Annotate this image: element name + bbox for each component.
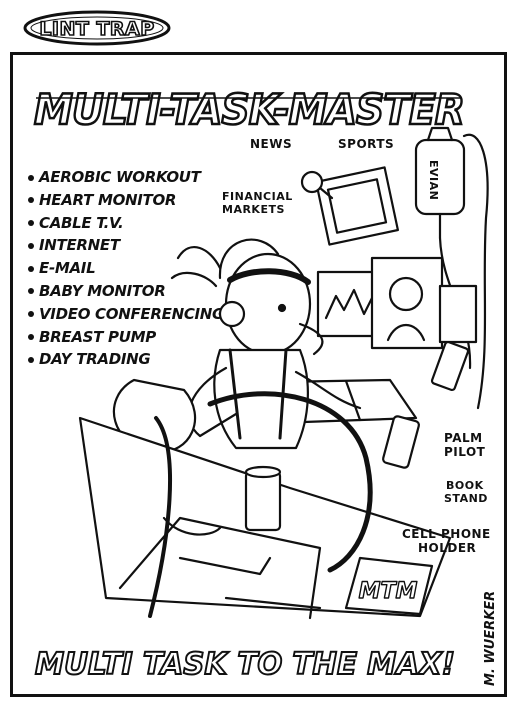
list-item: DAY TRADING (28, 348, 224, 371)
financial-screen (316, 270, 382, 338)
bullet-icon (28, 174, 34, 181)
signature-text: M. WUERKER (483, 591, 498, 686)
book-stand-label-line1: BOOK (446, 479, 484, 492)
news-tv (315, 166, 399, 246)
bullet-icon (28, 334, 34, 341)
lint-trap-logo: LINT TRAP (23, 10, 171, 46)
tagline-text: MULTI TASK TO THE MAX! (35, 647, 455, 682)
side-screen (438, 284, 478, 344)
bullet-icon (28, 242, 34, 249)
bullet-icon (28, 197, 34, 204)
coffee-cup (244, 470, 282, 532)
list-item: CABLE T.V. (28, 212, 224, 235)
bullet-icon (28, 356, 34, 363)
mtm-text: MTM (359, 579, 418, 604)
palm-pilot (430, 340, 470, 392)
financial-label-line2: MARKETS (222, 203, 285, 216)
list-item: BABY MONITOR (28, 280, 224, 303)
sports-screen (370, 256, 444, 350)
tagline: MULTI TASK TO THE MAX! (34, 646, 456, 683)
evian-label: EVIAN (427, 160, 440, 201)
financial-label-line1: FINANCIAL (222, 190, 293, 203)
series-logo-text: LINT TRAP (39, 18, 154, 40)
book-stand-label-line2: STAND (444, 492, 488, 505)
headphones-icon (218, 300, 246, 328)
bullet-icon (28, 311, 34, 318)
palm-pilot-label-line1: PALM (444, 431, 483, 445)
list-item: INTERNET (28, 234, 224, 257)
artist-signature: M. WUERKER (483, 591, 498, 686)
news-label: NEWS (250, 137, 293, 151)
comic-title: MULTI-TASK-MASTER (33, 84, 467, 136)
feature-list: AEROBIC WORKOUT HEART MONITOR CABLE T.V.… (28, 166, 224, 371)
bullet-icon (28, 265, 34, 272)
list-item: AEROBIC WORKOUT (28, 166, 224, 189)
list-item: E-MAIL (28, 257, 224, 280)
mtm-plate (344, 556, 434, 616)
bullet-icon (28, 288, 34, 295)
list-item: VIDEO CONFERENCING (28, 303, 224, 326)
camera-icon (300, 170, 324, 194)
sports-label: SPORTS (338, 137, 395, 151)
palm-pilot-label-line2: PILOT (444, 445, 486, 459)
cell-phone-label-line1: CELL PHONE (402, 527, 491, 541)
cell-phone-label-line2: HOLDER (418, 541, 477, 555)
bullet-icon (28, 220, 34, 227)
multitask-machine-illustration: MTM (78, 126, 489, 620)
title-text: MULTI-TASK-MASTER (34, 85, 464, 134)
evian-bag (414, 138, 466, 216)
list-item: HEART MONITOR (28, 189, 224, 212)
list-item: BREAST PUMP (28, 326, 224, 349)
cell-phone (382, 415, 420, 469)
